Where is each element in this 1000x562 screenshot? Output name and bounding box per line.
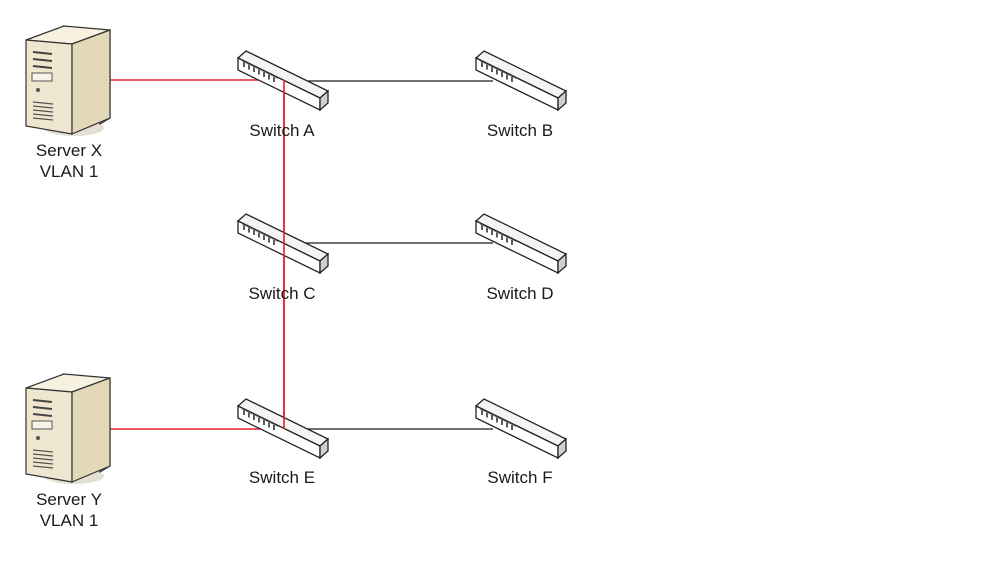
switch-c-label: Switch C [248,284,316,303]
switch-a-label: Switch A [249,121,315,140]
server-y-label: Server Y VLAN 1 [28,489,110,531]
server-x-label: Server X VLAN 1 [28,140,110,182]
switch-b-label: Switch B [486,121,554,140]
server-x-vlan: VLAN 1 [39,162,99,181]
server-y-name: Server Y [36,490,102,509]
server-x-name: Server X [35,141,103,160]
server-y-icon [25,373,111,485]
switch-d-label: Switch D [486,284,554,303]
switch-f-label: Switch F [487,468,553,487]
server-y-vlan: VLAN 1 [39,511,99,530]
server-x-icon [25,25,111,137]
switch-e-label: Switch E [248,468,316,487]
